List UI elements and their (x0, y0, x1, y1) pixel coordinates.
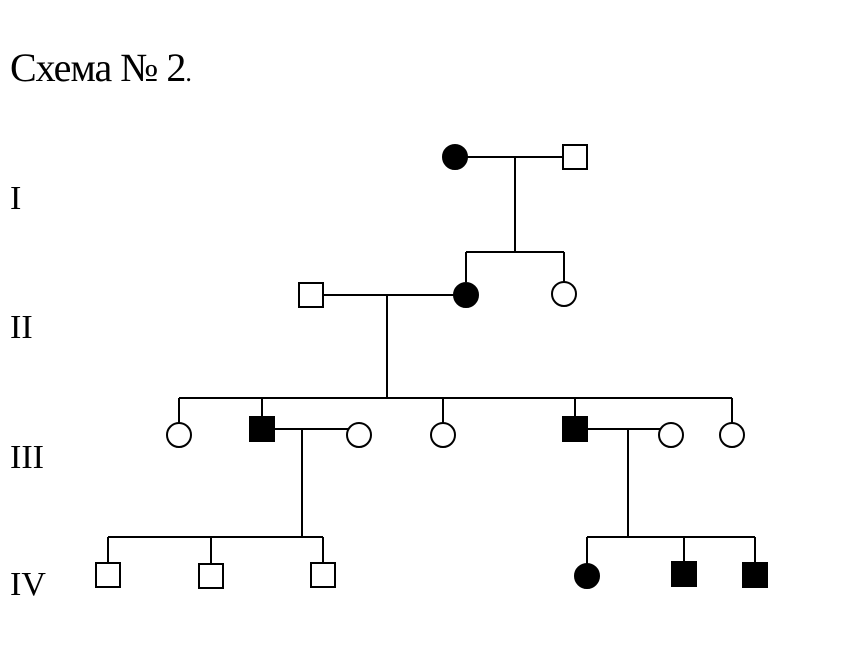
individual-III-1-circle-icon (166, 422, 192, 448)
individual-III-7-circle-icon (719, 422, 745, 448)
individual-IV-5-square-icon (671, 561, 697, 587)
individual-IV-2-square-icon (198, 563, 224, 589)
diagram-title-period: . (185, 58, 191, 87)
individual-III-6-circle-icon (658, 422, 684, 448)
individual-III-2-square-icon (249, 416, 275, 442)
generation-label-IV: IV (10, 566, 46, 603)
diagram-title-text: Схема № 2 (10, 45, 186, 90)
individual-III-5-square-icon (562, 416, 588, 442)
generation-label-I: I (10, 180, 22, 217)
individual-I-2-square-icon (562, 144, 588, 170)
individual-IV-4-circle-icon (574, 563, 600, 589)
generation-label-III: III (10, 439, 44, 476)
individual-IV-6-square-icon (742, 562, 768, 588)
individual-II-2-circle-icon (453, 282, 479, 308)
diagram-title: Схема № 2. (10, 44, 192, 91)
individual-IV-3-square-icon (310, 562, 336, 588)
individual-II-1-square-icon (298, 282, 324, 308)
individual-IV-1-square-icon (95, 562, 121, 588)
individual-I-1-circle-icon (442, 144, 468, 170)
individual-III-3-circle-icon (346, 422, 372, 448)
individual-II-3-circle-icon (551, 281, 577, 307)
generation-label-II: II (10, 309, 33, 346)
individual-III-4-circle-icon (430, 422, 456, 448)
